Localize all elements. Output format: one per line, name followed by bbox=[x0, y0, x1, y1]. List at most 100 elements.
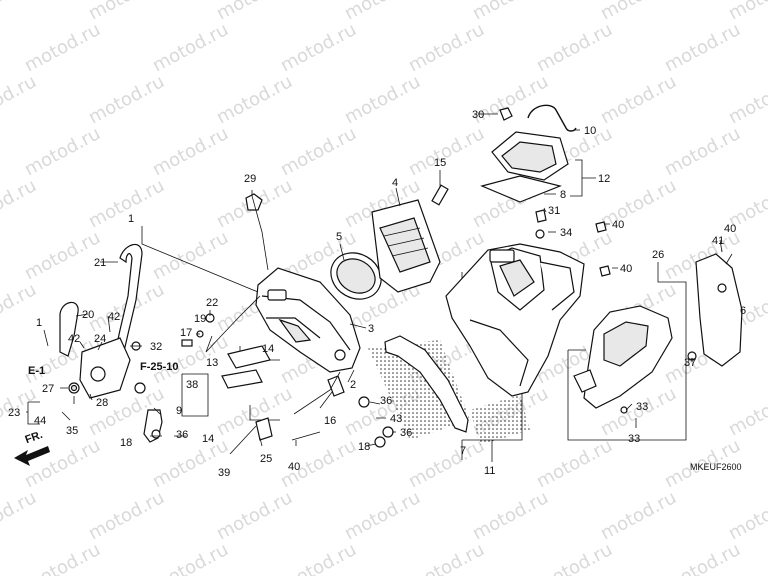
side-cover bbox=[573, 305, 673, 409]
callout-17: 17 bbox=[180, 327, 192, 339]
callout-41: 41 bbox=[712, 235, 724, 247]
watermark-text: motod.ru bbox=[213, 383, 296, 440]
callout-18-right: 18 bbox=[358, 441, 370, 453]
watermark-text: motod.ru bbox=[661, 19, 744, 76]
watermark-text: motod.ru bbox=[725, 383, 768, 440]
watermark-text: motod.ru bbox=[597, 0, 680, 24]
callout-13: 13 bbox=[206, 357, 218, 369]
callout-36-left: 36 bbox=[176, 429, 188, 441]
callout-labels: 1 1 2 3 4 5 6 7 8 9 10 11 12 13 14 14 15… bbox=[8, 109, 746, 479]
watermark-text: motod.ru bbox=[149, 123, 232, 180]
watermark-text: motod.ru bbox=[533, 19, 616, 76]
case-seal bbox=[384, 335, 469, 433]
watermark-text: motod.ru bbox=[341, 71, 424, 128]
callout-32: 32 bbox=[150, 341, 162, 353]
watermark-text: motod.ru bbox=[597, 487, 680, 544]
callout-10: 10 bbox=[584, 125, 596, 137]
callout-36-mid: 36 bbox=[380, 395, 392, 407]
callout-1-upper: 1 bbox=[128, 213, 134, 225]
callout-44: 44 bbox=[34, 415, 46, 427]
callout-7: 7 bbox=[460, 445, 466, 457]
watermark-text: motod.ru bbox=[405, 19, 488, 76]
callout-12: 12 bbox=[598, 173, 610, 185]
callout-40-lower: 40 bbox=[288, 461, 300, 473]
watermark-text: motod.ru bbox=[277, 19, 360, 76]
callout-42-right: 42 bbox=[108, 311, 120, 323]
watermark-text: motod.ru bbox=[21, 123, 104, 180]
bracket-group-23 bbox=[26, 401, 40, 425]
watermark-text: motod.ru bbox=[21, 19, 104, 76]
watermark-text: motod.ru bbox=[213, 0, 296, 24]
callout-25: 25 bbox=[260, 453, 272, 465]
callout-26: 26 bbox=[652, 249, 664, 261]
air-cleaner-element bbox=[371, 199, 441, 293]
callout-37: 37 bbox=[684, 357, 696, 369]
callout-40-right: 40 bbox=[724, 223, 736, 235]
callout-9: 9 bbox=[176, 405, 182, 417]
bracket-group-26 bbox=[567, 262, 687, 441]
callout-14-upper: 14 bbox=[262, 343, 274, 355]
side-panel bbox=[695, 253, 743, 367]
callout-5: 5 bbox=[336, 231, 342, 243]
callout-11: 11 bbox=[484, 465, 495, 477]
callout-19: 19 bbox=[194, 313, 206, 325]
callout-23: 23 bbox=[8, 407, 20, 419]
watermark-text: motod.ru bbox=[661, 123, 744, 180]
callout-14-lower: 14 bbox=[202, 433, 214, 445]
watermark-text: motod.ru bbox=[277, 123, 360, 180]
callout-8: 8 bbox=[560, 189, 566, 201]
callout-38: 38 bbox=[186, 379, 198, 391]
watermark-text: motod.ru bbox=[469, 487, 552, 544]
front-arrow bbox=[14, 446, 50, 466]
watermark-text: motod.ru bbox=[341, 0, 424, 24]
watermark-text: motod.ru bbox=[85, 0, 168, 24]
watermark-text: motod.ru bbox=[533, 539, 616, 576]
watermark-text: motod.ru bbox=[149, 19, 232, 76]
callout-3: 3 bbox=[368, 323, 374, 335]
callout-33-upper: 33 bbox=[636, 401, 648, 413]
callout-2: 2 bbox=[350, 379, 356, 391]
callout-21: 21 bbox=[94, 257, 106, 269]
watermark-text: motod.ru bbox=[533, 435, 616, 492]
wire-clip bbox=[527, 104, 577, 132]
callout-6: 6 bbox=[740, 305, 746, 317]
callout-24: 24 bbox=[94, 333, 106, 345]
watermark-text: motod.ru bbox=[213, 487, 296, 544]
watermark-text: motod.ru bbox=[341, 487, 424, 544]
watermark-text: motod.ru bbox=[149, 435, 232, 492]
watermark-text: motod.ru bbox=[149, 539, 232, 576]
watermark-text: motod.ru bbox=[405, 123, 488, 180]
watermark-text: motod.ru bbox=[213, 71, 296, 128]
watermark-text: motod.ru bbox=[277, 539, 360, 576]
callout-18-left: 18 bbox=[120, 437, 132, 449]
filter-screen bbox=[330, 252, 382, 300]
watermark-text: motod.ru bbox=[405, 435, 488, 492]
leader-lines bbox=[43, 113, 733, 447]
callout-43: 43 bbox=[390, 413, 402, 425]
watermark-text: motod.ru bbox=[85, 71, 168, 128]
callout-22: 22 bbox=[206, 297, 218, 309]
bracket-group-38 bbox=[181, 373, 209, 417]
hatch-area-right bbox=[470, 395, 530, 445]
watermark-text: motod.ru bbox=[21, 227, 104, 284]
callout-28: 28 bbox=[96, 397, 108, 409]
callout-36-low: 36 bbox=[400, 427, 412, 439]
watermark-text: motod.ru bbox=[0, 71, 40, 128]
callout-33-lower: 33 bbox=[628, 433, 640, 445]
callout-35: 35 bbox=[66, 425, 78, 437]
watermark-text: motod.ru bbox=[469, 0, 552, 24]
callout-27: 27 bbox=[42, 383, 54, 395]
callout-40-upper: 40 bbox=[612, 219, 624, 231]
callout-15: 15 bbox=[434, 157, 446, 169]
callout-20: 20 bbox=[82, 309, 94, 321]
airbox-housing bbox=[445, 243, 585, 397]
hatch-area-center bbox=[368, 340, 470, 440]
callout-30: 30 bbox=[472, 109, 484, 121]
watermark-text: motod.ru bbox=[0, 175, 40, 232]
watermark-text: motod.ru bbox=[597, 71, 680, 128]
watermark-text: motod.ru bbox=[0, 487, 40, 544]
ref-front: FR. bbox=[24, 429, 45, 446]
watermark-text: motod.ru bbox=[405, 539, 488, 576]
